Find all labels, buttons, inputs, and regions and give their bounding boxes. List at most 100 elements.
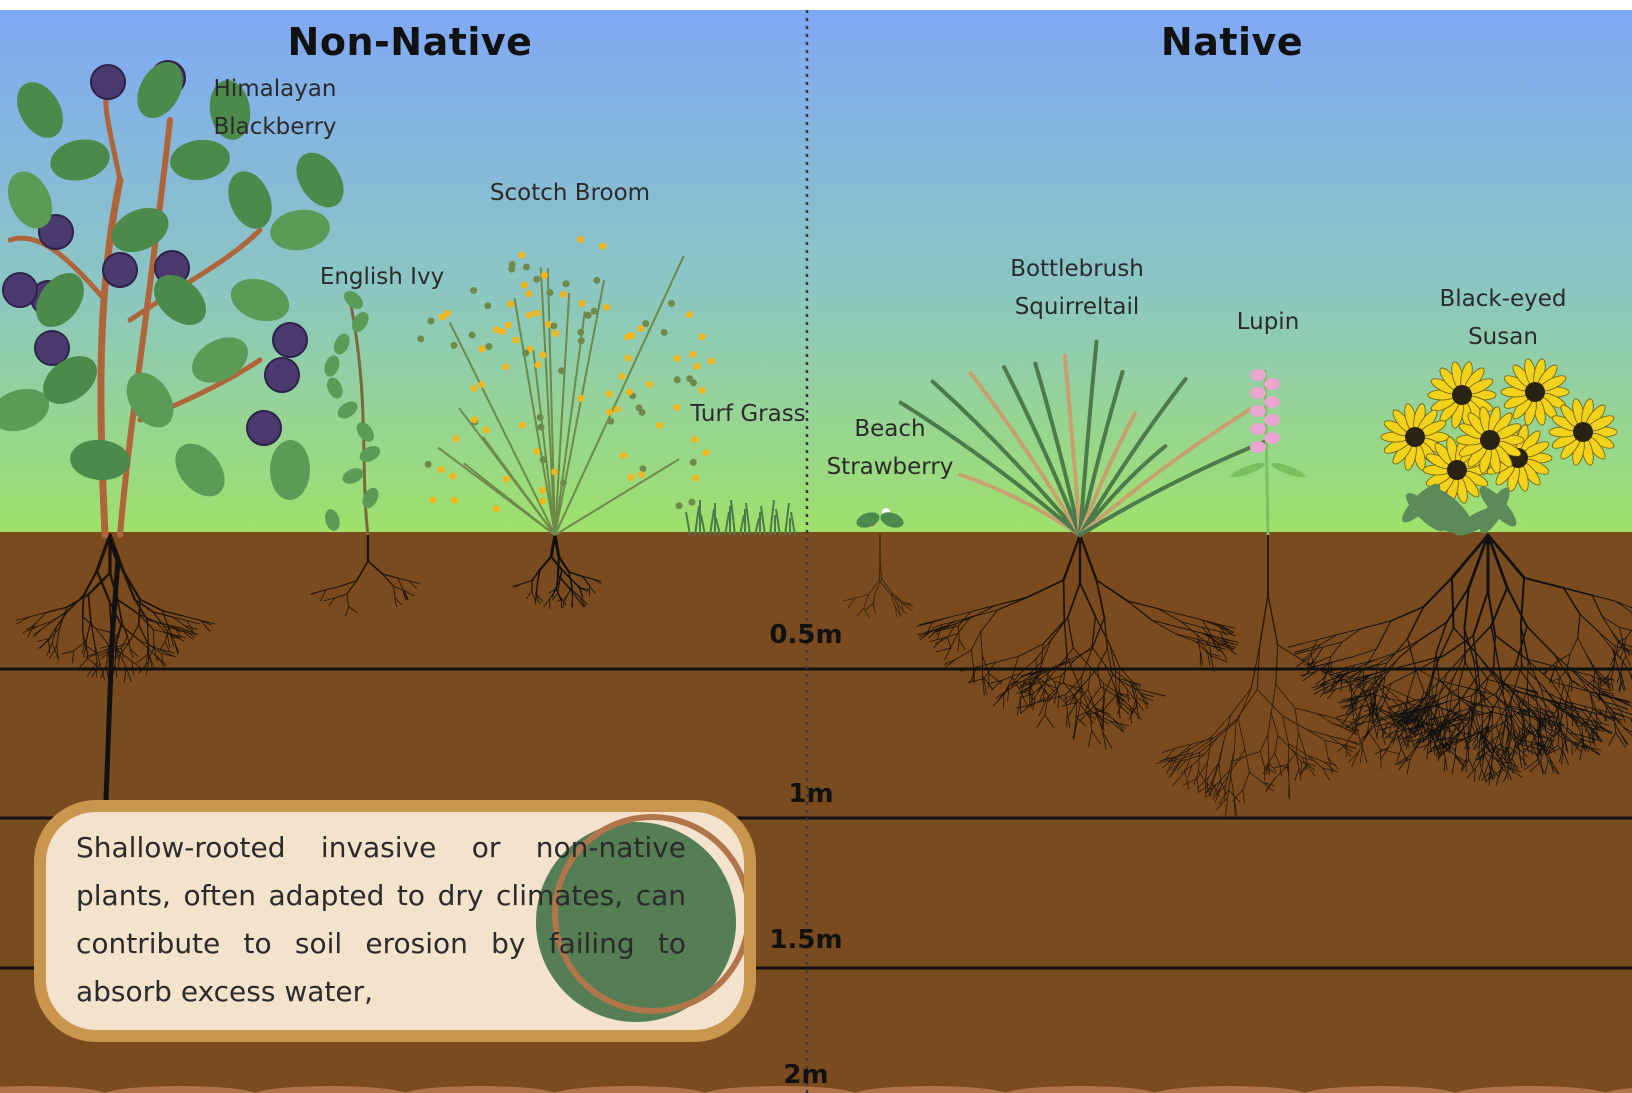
- broom-flower: [606, 391, 613, 398]
- broom-flower: [560, 479, 567, 486]
- broom-flower: [620, 452, 627, 459]
- broom-flower: [523, 263, 530, 270]
- broom-flower: [673, 355, 680, 362]
- label-turf-grass: Turf Grass: [690, 395, 805, 433]
- broom-flower: [493, 505, 500, 512]
- root-segment: [1511, 696, 1512, 715]
- broom-flower: [693, 363, 700, 370]
- label-himalayan-blackberry: Himalayan Blackberry: [213, 70, 336, 146]
- broom-flower: [449, 473, 456, 480]
- broom-flower: [550, 322, 557, 329]
- heading-native: Native: [1161, 20, 1303, 64]
- label-lupin: Lupin: [1237, 303, 1300, 341]
- broom-flower: [503, 476, 510, 483]
- lupin-flower: [1264, 432, 1280, 444]
- broom-flower: [563, 280, 570, 287]
- broom-flower: [522, 349, 529, 356]
- broom-flower: [686, 375, 693, 382]
- broom-flower: [521, 282, 528, 289]
- label-english-ivy: English Ivy: [320, 258, 444, 296]
- broom-flower: [702, 449, 709, 456]
- depth-label-0-5m: 0.5m: [769, 620, 842, 650]
- broom-flower: [539, 498, 546, 505]
- broom-flower: [624, 333, 631, 340]
- broom-flower: [560, 291, 567, 298]
- broom-flower: [628, 474, 635, 481]
- blackberry-fruit: [273, 323, 307, 357]
- broom-flower: [606, 409, 613, 416]
- susan-center: [1573, 422, 1593, 442]
- broom-flower: [577, 236, 584, 243]
- broom-flower: [512, 337, 519, 344]
- blackberry-fruit: [91, 65, 125, 99]
- broom-flower: [673, 404, 680, 411]
- susan-center: [1480, 430, 1500, 450]
- broom-flower: [540, 351, 547, 358]
- root-segment: [1444, 719, 1445, 729]
- broom-flower: [637, 325, 644, 332]
- blackberry-fruit: [35, 331, 69, 365]
- blackberry-fruit: [247, 411, 281, 445]
- lupin-flower: [1250, 369, 1266, 381]
- info-callout: Shallow-rooted invasive or non-native pl…: [34, 800, 756, 1042]
- broom-flower: [698, 387, 705, 394]
- broom-flower: [668, 300, 675, 307]
- heading-non-native: Non-Native: [288, 20, 533, 64]
- blackberry-fruit: [265, 358, 299, 392]
- broom-flower: [453, 435, 460, 442]
- broom-flower: [688, 499, 695, 506]
- broom-flower: [599, 243, 606, 250]
- broom-flower: [689, 351, 696, 358]
- broom-flower: [591, 308, 598, 315]
- blackberry-fruit: [3, 273, 37, 307]
- blackberry-fruit: [103, 253, 137, 287]
- broom-flower: [577, 329, 584, 336]
- broom-flower: [656, 422, 663, 429]
- broom-flower: [686, 311, 693, 318]
- broom-flower: [471, 416, 478, 423]
- callout-text: Shallow-rooted invasive or non-native pl…: [76, 824, 686, 1016]
- broom-flower: [638, 471, 645, 478]
- broom-flower: [552, 330, 559, 337]
- susan-center: [1525, 382, 1545, 402]
- broom-flower: [540, 456, 547, 463]
- broom-flower: [558, 367, 565, 374]
- broom-flower: [539, 487, 546, 494]
- broom-flower: [708, 358, 715, 365]
- broom-flower: [585, 312, 592, 319]
- broom-flower: [450, 342, 457, 349]
- broom-flower: [479, 345, 486, 352]
- lupin-flower: [1250, 423, 1266, 435]
- broom-flower: [518, 252, 525, 259]
- broom-flower: [470, 385, 477, 392]
- broom-flower: [579, 300, 586, 307]
- broom-flower: [551, 468, 558, 475]
- label-scotch-broom: Scotch Broom: [490, 174, 650, 212]
- broom-flower: [493, 326, 500, 333]
- lupin-flower: [1250, 405, 1266, 417]
- broom-flower: [533, 310, 540, 317]
- broom-flower: [526, 312, 533, 319]
- broom-flower: [593, 277, 600, 284]
- lupin-flower: [1250, 441, 1266, 453]
- broom-flower: [444, 310, 451, 317]
- broom-flower: [417, 335, 424, 342]
- broom-flower: [502, 363, 509, 370]
- broom-flower: [438, 466, 445, 473]
- depth-label-1-5m: 1.5m: [769, 925, 842, 955]
- broom-flower: [699, 333, 706, 340]
- broom-flower: [541, 272, 548, 279]
- broom-flower: [507, 301, 514, 308]
- broom-flower: [478, 381, 485, 388]
- broom-flower: [603, 304, 610, 311]
- broom-flower: [525, 290, 532, 297]
- broom-flower: [546, 289, 553, 296]
- broom-flower: [676, 502, 683, 509]
- broom-flower: [674, 376, 681, 383]
- depth-label-1m: 1m: [788, 779, 833, 809]
- broom-flower: [451, 497, 458, 504]
- broom-flower: [534, 361, 541, 368]
- depth-label-2m: 2m: [783, 1060, 828, 1090]
- broom-flower: [484, 302, 491, 309]
- susan-center: [1447, 460, 1467, 480]
